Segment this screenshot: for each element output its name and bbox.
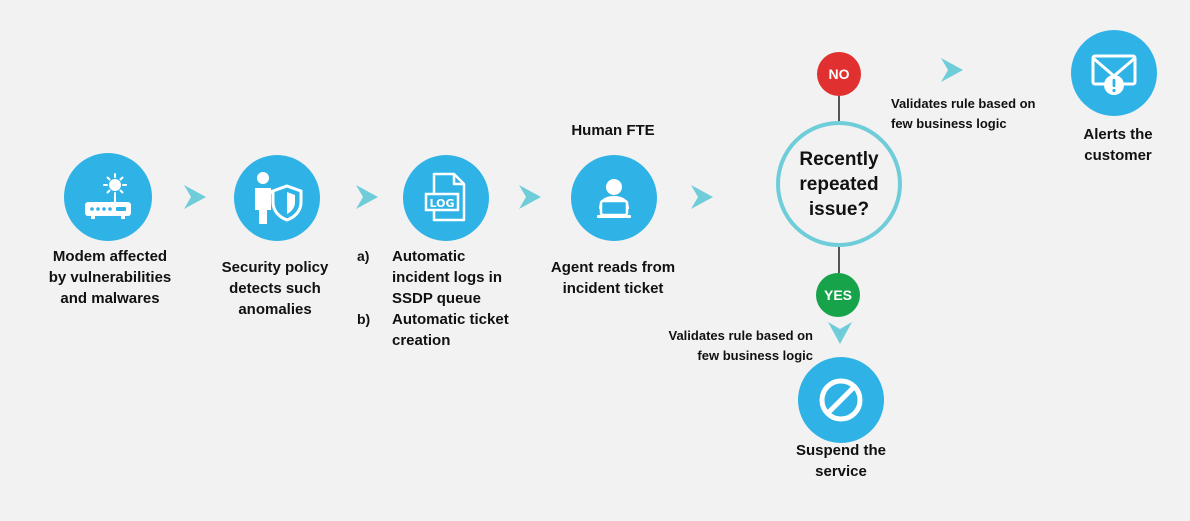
security-officer-shield-icon [255,172,303,224]
list-marker-a: a) [357,248,370,264]
chevron-right-icon [941,58,963,82]
alerts-icon-circle [1071,30,1157,116]
decision-text: Recently repeated issue? [799,148,879,220]
decision-node: Recently repeated issue? [776,121,902,247]
suspend-icon-circle [798,357,884,443]
log-file-icon: LOG [424,172,466,222]
chevron-down-icon [828,322,852,344]
agent-heading: Human FTE [571,122,655,139]
chevron-right-icon [519,185,541,209]
modem-label: Modem affected by vulnerabilities and ma… [48,248,172,307]
security-label: Security policy detects such anomalies [221,259,329,318]
yes-badge: YES [816,273,860,317]
connector-yes [838,245,840,273]
chevron-right-icon [356,185,378,209]
no-branch-note: Validates rule based on few business log… [891,96,1036,131]
prohibited-icon [819,378,863,422]
yes-branch-note: Validates rule based on few business log… [668,328,814,363]
logs-item-b: Automatic ticket creation [392,311,509,349]
svg-text:LOG: LOG [430,197,455,210]
modem-icon-circle [64,153,152,241]
chevron-right-icon [184,185,206,209]
logs-item-a: Automatic incident logs in SSDP queue [392,248,503,307]
agent-label: Agent reads from incident ticket [550,259,676,297]
agent-laptop-icon [597,179,631,218]
connector-no [838,96,840,122]
security-icon-circle [234,155,320,241]
log-icon-circle: LOG [403,155,489,241]
suspend-label: Suspend the service [796,442,887,480]
alerts-label: Alerts the customer [1083,126,1153,164]
agent-icon-circle [571,155,657,241]
no-badge: NO [817,52,861,96]
modem-icon [85,173,131,219]
mail-alert-icon [1091,54,1137,95]
chevron-right-icon [691,185,713,209]
list-marker-b: b) [357,311,371,327]
